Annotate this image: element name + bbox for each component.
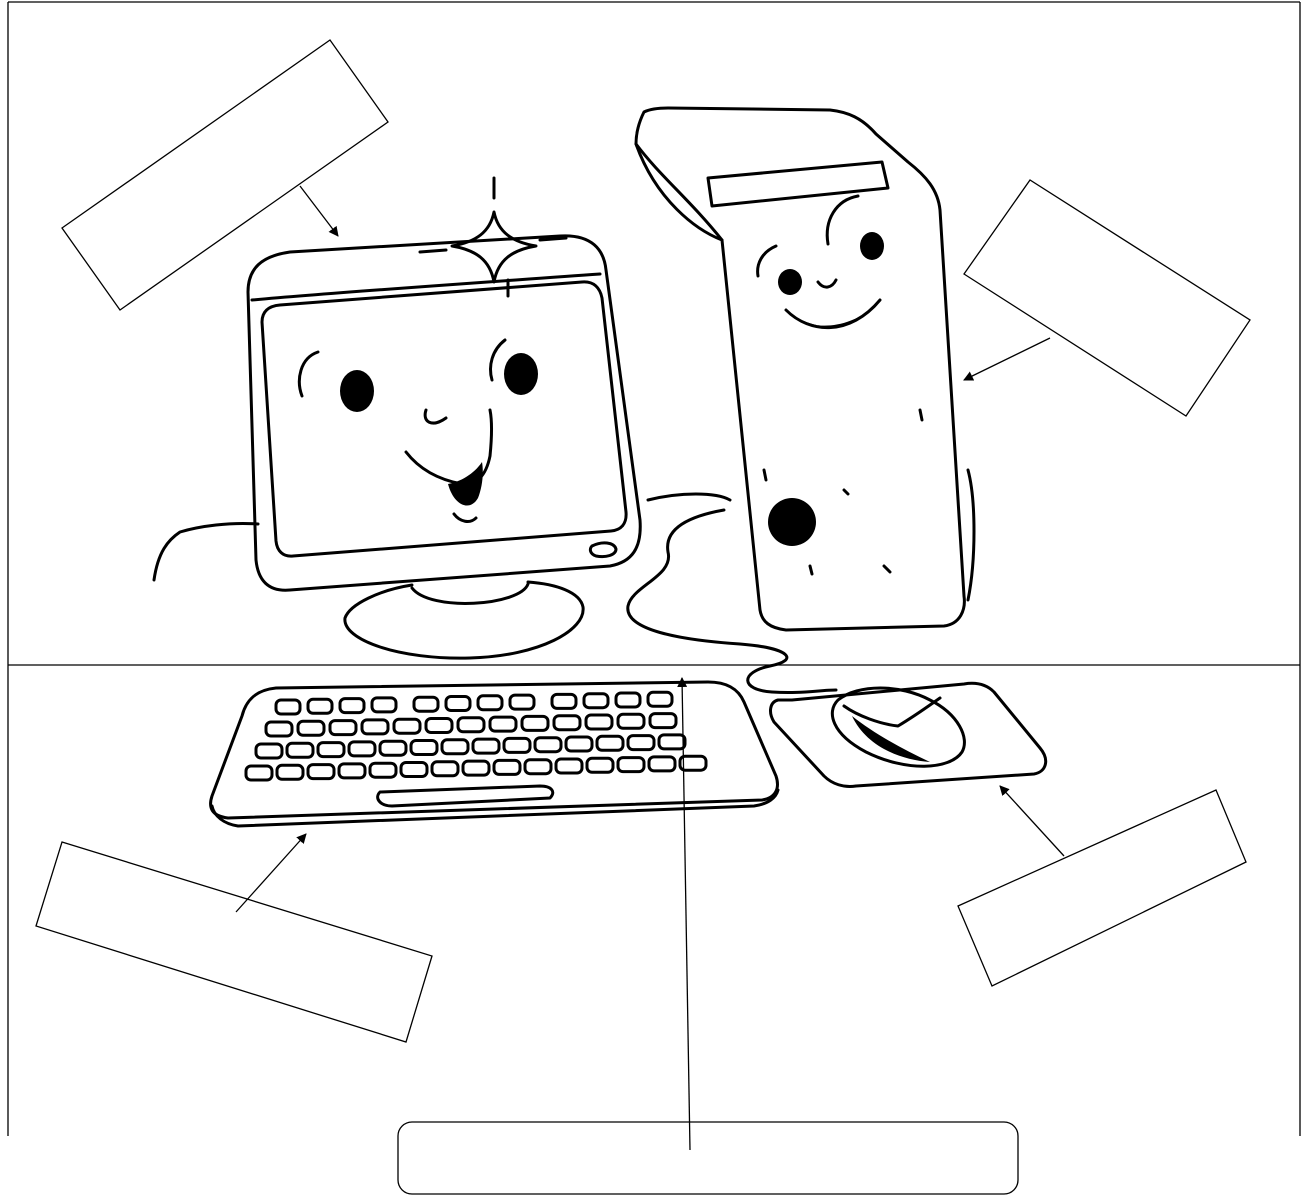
- mouse-and-pad-drawing: [771, 683, 1046, 786]
- keyboard-key: [504, 738, 530, 752]
- keyboard-key: [490, 717, 516, 731]
- keyboard-key: [380, 741, 406, 755]
- keyboard-key: [401, 763, 427, 777]
- keyboard-key: [478, 696, 502, 710]
- keyboard-key: [587, 758, 613, 772]
- keyboard-drawing: [211, 682, 778, 826]
- arrow-to-keyboard: [236, 834, 306, 912]
- keyboard-key: [597, 736, 623, 750]
- arrow-to-system-unit: [964, 338, 1050, 380]
- keyboard-key: [650, 714, 676, 728]
- label-box-keyboard[interactable]: [36, 842, 432, 1042]
- label-box-mouse[interactable]: [958, 790, 1246, 986]
- keyboard-key: [556, 759, 582, 773]
- keyboard-key: [266, 722, 292, 736]
- keyboard-key: [276, 700, 300, 714]
- label-box-monitor[interactable]: [62, 40, 388, 310]
- monitor-drawing: [154, 178, 640, 658]
- keyboard-key: [277, 765, 303, 779]
- keyboard-key: [442, 740, 468, 754]
- keyboard-key: [372, 698, 396, 712]
- keyboard-key: [330, 721, 356, 735]
- keyboard-key: [318, 743, 344, 757]
- keyboard-key: [308, 765, 334, 779]
- keyboard-key: [349, 742, 375, 756]
- keyboard-key: [432, 762, 458, 776]
- keyboard-key: [298, 721, 324, 735]
- keyboard-key: [618, 758, 644, 772]
- keyboard-key: [648, 692, 672, 706]
- keyboard-key: [414, 697, 438, 711]
- keyboard-key: [584, 694, 608, 708]
- keyboard-key: [463, 761, 489, 775]
- keyboard-key: [552, 694, 576, 708]
- label-box-table[interactable]: [398, 1122, 1018, 1194]
- label-box-system-unit[interactable]: [964, 180, 1250, 416]
- keyboard-key: [510, 695, 534, 709]
- keyboard-key: [616, 693, 640, 707]
- keyboard-key: [473, 739, 499, 753]
- keyboard-key: [618, 714, 644, 728]
- keyboard-key: [525, 760, 551, 774]
- keyboard-key: [659, 735, 685, 749]
- system-unit-drawing: [636, 108, 974, 630]
- keyboard-key: [370, 763, 396, 777]
- keyboard-key: [522, 716, 548, 730]
- keyboard-key: [446, 697, 470, 711]
- arrow-to-monitor: [300, 186, 338, 236]
- keyboard-key: [494, 760, 520, 774]
- keyboard-key: [554, 716, 580, 730]
- keyboard-key: [394, 719, 420, 733]
- keyboard-key: [628, 736, 654, 750]
- keyboard-key: [339, 764, 365, 778]
- keyboard-key: [535, 738, 561, 752]
- keyboard-key: [340, 699, 364, 713]
- keyboard-key: [586, 715, 612, 729]
- arrow-to-mouse: [1000, 786, 1064, 856]
- keyboard-key: [256, 744, 282, 758]
- keyboard-key: [426, 719, 452, 733]
- arrow-to-table: [682, 678, 690, 1150]
- keyboard-key: [362, 720, 388, 734]
- keyboard-key: [458, 718, 484, 732]
- keyboard-key: [287, 743, 313, 757]
- keyboard-key: [411, 741, 437, 755]
- keyboard-key: [566, 737, 592, 751]
- keyboard-key: [246, 766, 272, 780]
- keyboard-key: [649, 757, 675, 771]
- keyboard-key: [308, 699, 332, 713]
